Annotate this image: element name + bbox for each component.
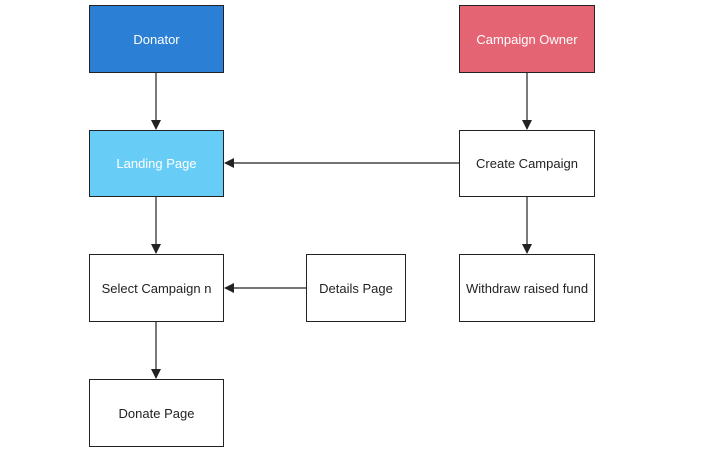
node-landing-page[interactable]: Landing Page xyxy=(89,130,224,197)
node-landing-page-label: Landing Page xyxy=(116,156,197,171)
node-donate-page-label: Donate Page xyxy=(118,405,195,421)
node-details-page-label: Details Page xyxy=(319,280,393,296)
node-details-page[interactable]: Details Page xyxy=(306,254,406,322)
node-campaign-owner[interactable]: Campaign Owner xyxy=(459,5,595,73)
node-donator-label: Donator xyxy=(133,31,180,47)
node-select-campaign[interactable]: Select Campaign n xyxy=(89,254,224,322)
node-create-campaign-label: Create Campaign xyxy=(476,156,578,171)
node-withdraw-raised-fund[interactable]: Withdraw raised fund xyxy=(459,254,595,322)
node-donator[interactable]: Donator xyxy=(89,5,224,73)
node-create-campaign[interactable]: Create Campaign xyxy=(459,130,595,197)
node-select-campaign-label: Select Campaign n xyxy=(101,280,212,296)
node-campaign-owner-label: Campaign Owner xyxy=(476,31,578,47)
node-withdraw-raised-fund-label: Withdraw raised fund xyxy=(465,280,589,296)
node-donate-page[interactable]: Donate Page xyxy=(89,379,224,447)
